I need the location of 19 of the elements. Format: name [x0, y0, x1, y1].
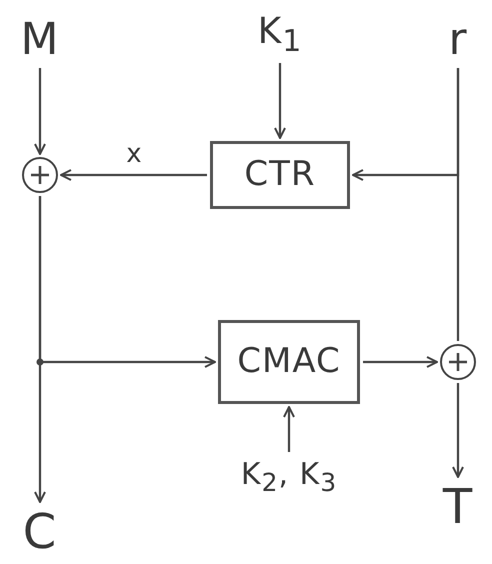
box-label: CMAC [237, 343, 341, 381]
node-text: K$_{2}$, K$_{3}$ [240, 458, 338, 497]
node-text: K$_{1}$ [258, 12, 302, 58]
process-box [210, 141, 350, 209]
node-text: T [442, 481, 474, 534]
node-text: r [448, 16, 468, 64]
node-text: M [20, 16, 60, 64]
process-box [218, 320, 360, 404]
xor-circle [440, 344, 476, 380]
arrow [452, 383, 464, 478]
arrow [34, 196, 46, 503]
arrow [34, 68, 46, 155]
arrow [274, 63, 286, 139]
box-label: CTR [244, 156, 316, 194]
arrow [363, 356, 438, 368]
arrow [283, 406, 295, 452]
arrow [60, 169, 207, 181]
node-text: C [22, 506, 58, 559]
xor-circle [22, 157, 58, 193]
